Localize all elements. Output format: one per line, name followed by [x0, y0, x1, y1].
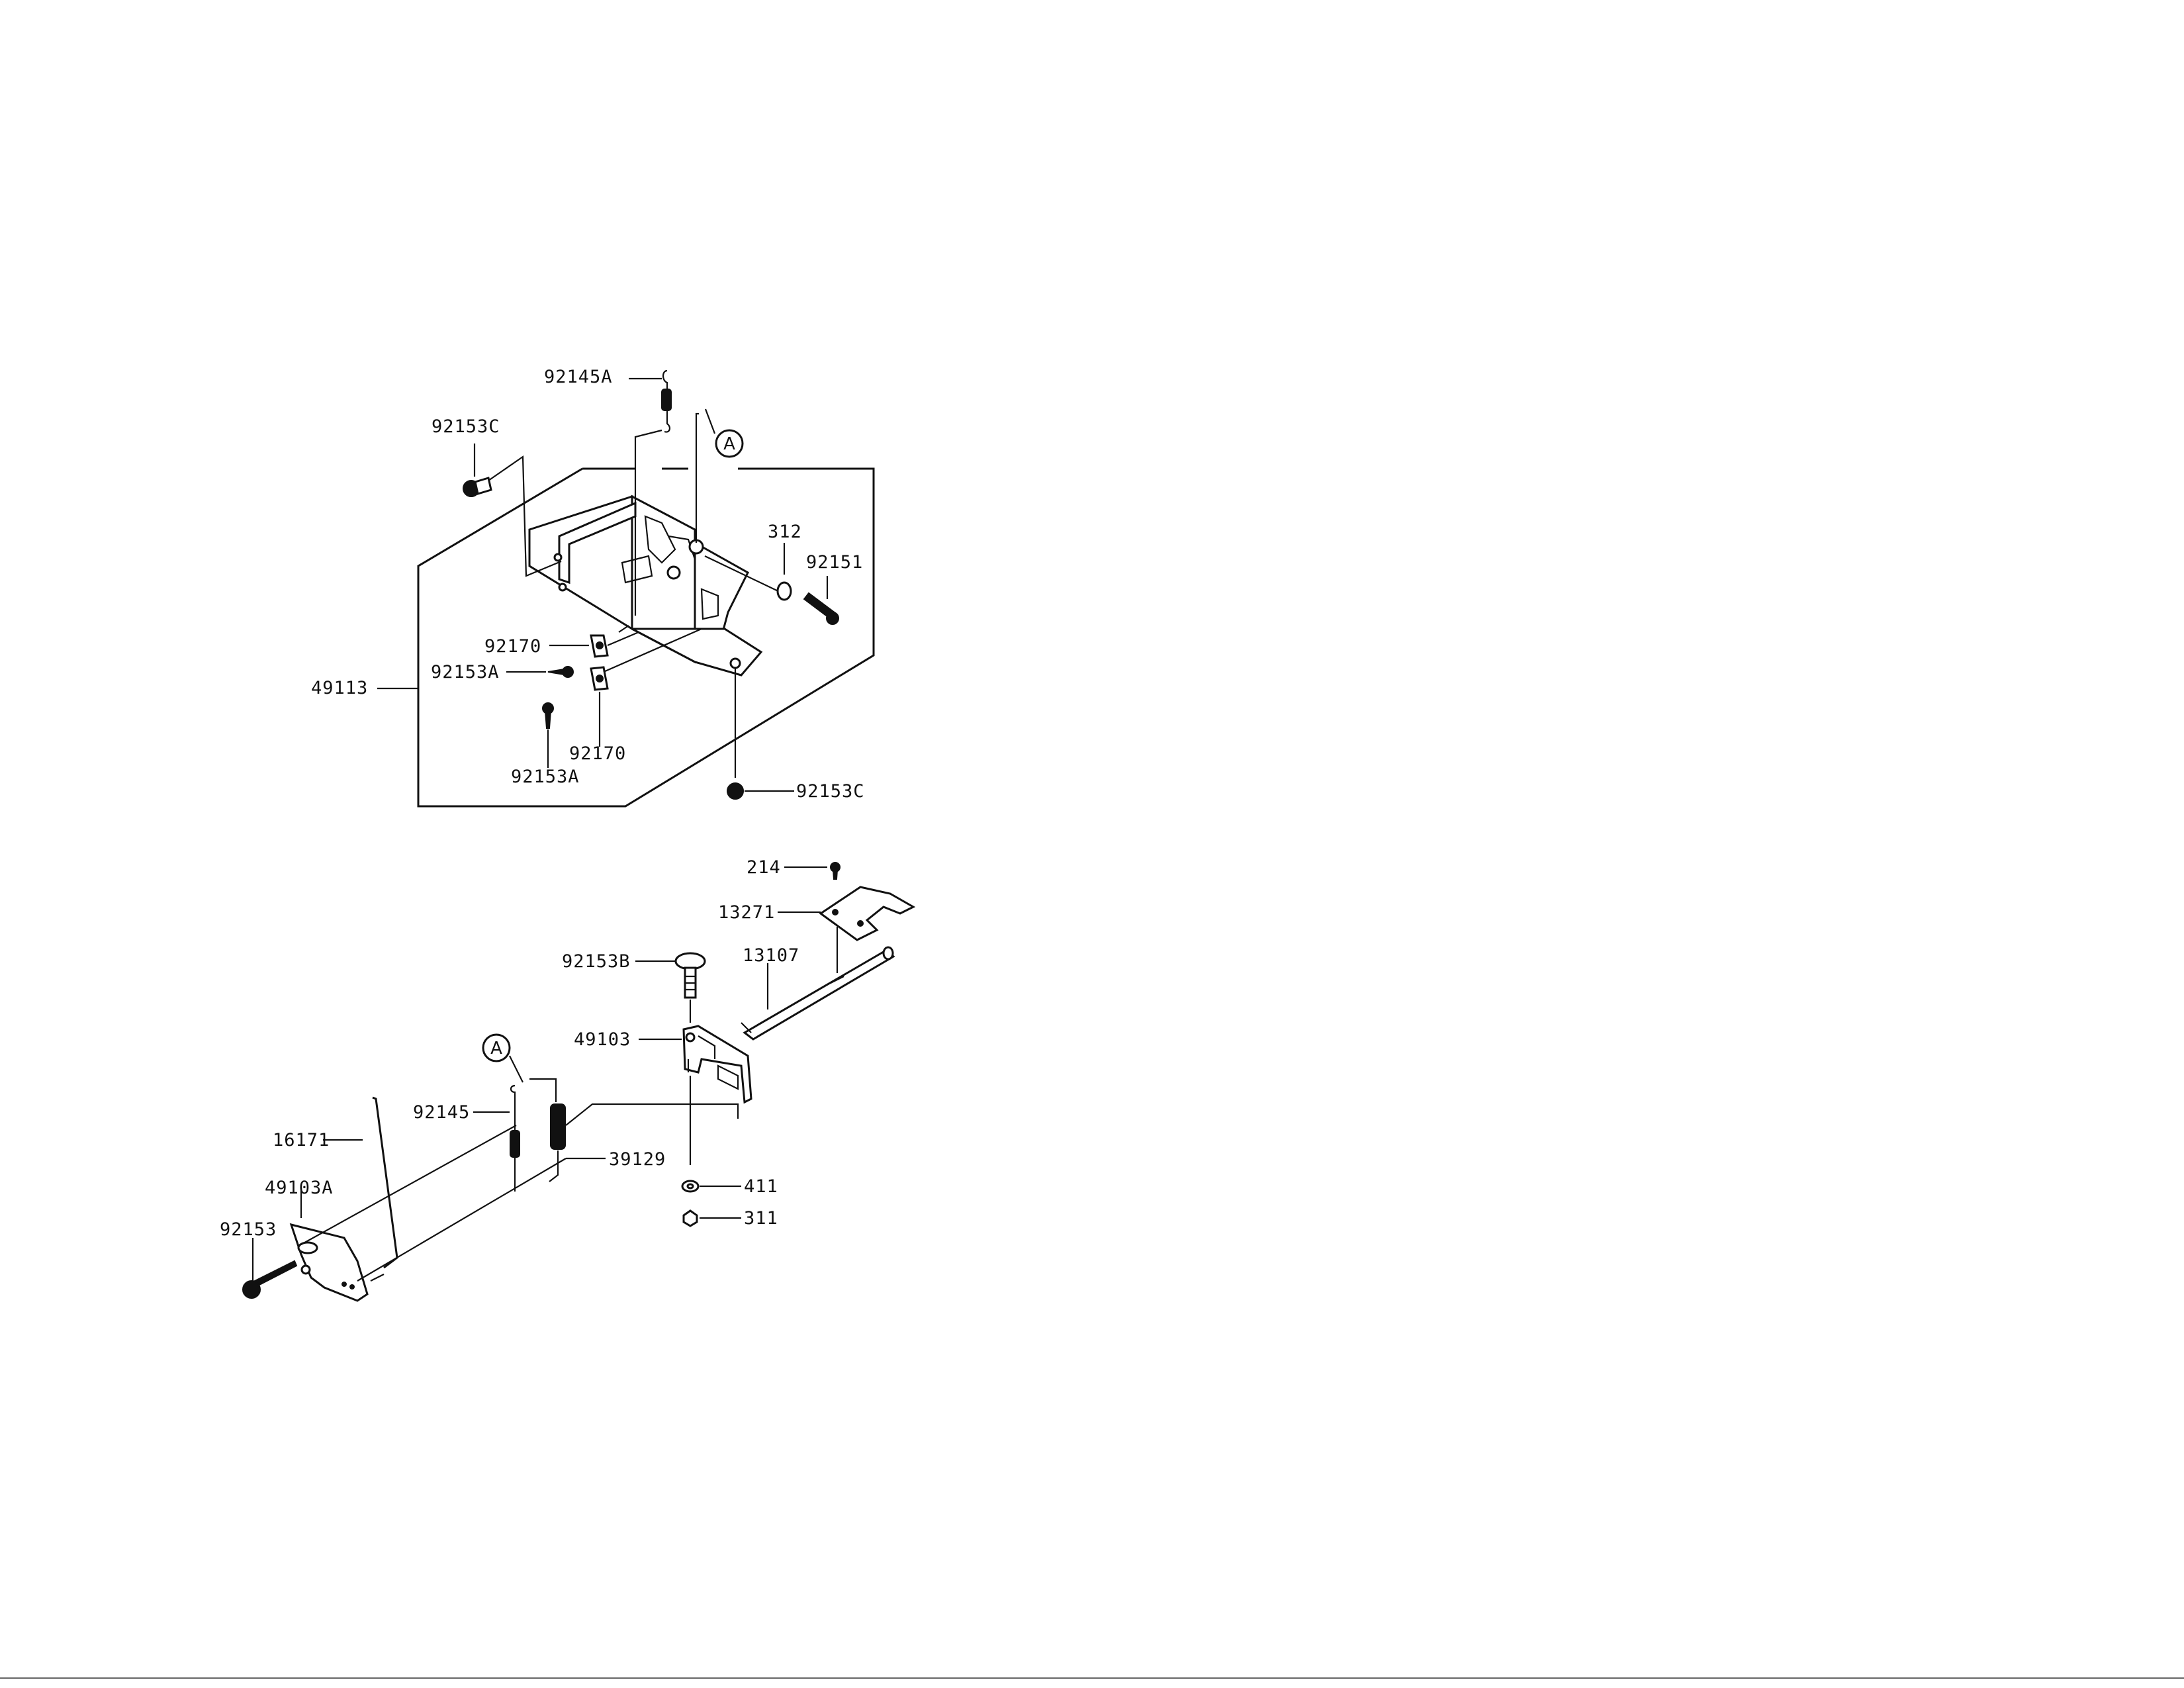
bolt-92153 [242, 1238, 298, 1299]
label-214: 214 [747, 857, 781, 878]
bracket-49103 [639, 1025, 752, 1165]
label-39129: 39129 [609, 1149, 666, 1170]
label-92170-a: 92170 [484, 636, 541, 657]
control-bracket [528, 494, 763, 677]
label-92153A-a: 92153A [431, 662, 500, 682]
lower-assembly: A [220, 857, 916, 1302]
label-92145A: 92145A [544, 367, 613, 387]
callout-a-lower: A [482, 1033, 523, 1083]
callout-a-upper: A [695, 408, 744, 543]
label-16171: 16171 [273, 1130, 330, 1150]
label-92153C-bottom: 92153C [796, 781, 865, 802]
washer-411 [681, 1180, 741, 1193]
spring-92145 [473, 1084, 520, 1192]
label-13271: 13271 [718, 902, 775, 923]
label-92170-b: 92170 [569, 743, 626, 764]
plate-49103A [289, 1125, 567, 1302]
spring-39129 [529, 1078, 739, 1182]
bolt-92153C-top [463, 444, 562, 577]
nut-312 [704, 543, 792, 601]
upper-assembly: A [311, 367, 875, 808]
label-49113: 49113 [311, 678, 368, 698]
label-411: 411 [744, 1176, 778, 1197]
plate-13271 [778, 886, 916, 973]
callout-a-lower-label: A [490, 1039, 502, 1058]
label-13107: 13107 [743, 945, 799, 966]
label-312: 312 [768, 522, 802, 542]
shaft-13107 [741, 946, 895, 1041]
screw-92151 [803, 576, 839, 625]
label-92151: 92151 [806, 552, 863, 573]
label-92153C-top: 92153C [432, 416, 500, 437]
bolt-92153B [635, 952, 706, 1023]
screw-214 [784, 862, 841, 880]
label-49103A: 49103A [265, 1178, 334, 1198]
label-92153B: 92153B [562, 951, 631, 972]
nut-311 [682, 1209, 741, 1227]
screw-92153A-b [542, 702, 554, 768]
clip-92170-b [590, 628, 702, 747]
label-92153A-b: 92153A [511, 767, 580, 787]
label-92145: 92145 [413, 1102, 470, 1123]
label-92153: 92153 [220, 1219, 277, 1240]
screw-92153A-a [506, 666, 574, 678]
clip-92170-a [549, 625, 639, 658]
label-311: 311 [744, 1208, 778, 1229]
spring-92145A [661, 369, 672, 433]
callout-a-upper-label: A [723, 434, 735, 454]
rod-16171 [323, 1096, 398, 1269]
label-49103: 49103 [574, 1029, 631, 1050]
bolt-92153C-bottom [727, 669, 794, 800]
